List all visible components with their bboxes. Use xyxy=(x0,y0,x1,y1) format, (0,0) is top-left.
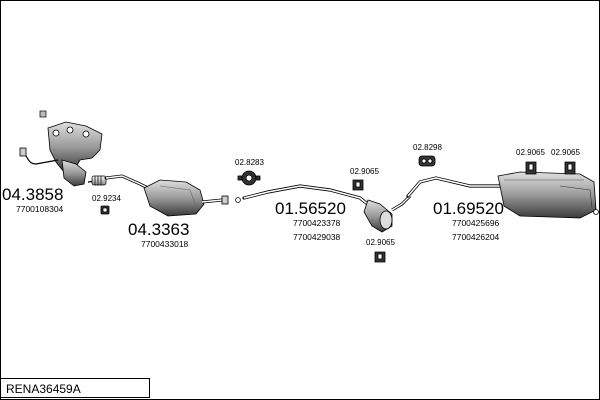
accessory-number: 02.9065 xyxy=(516,148,545,157)
part-number: 01.69520 xyxy=(433,199,504,218)
rubber-mount-icon xyxy=(564,161,576,175)
oem-reference: 7700426204 xyxy=(452,232,500,242)
clamp-icon xyxy=(237,170,261,186)
rubber-mount-icon xyxy=(525,161,537,175)
intermediate-pipe-part xyxy=(242,184,372,208)
accessory-number: 02.9065 xyxy=(350,167,379,176)
diagram-code: RENA36459A xyxy=(6,382,81,396)
rubber-mount-icon xyxy=(418,155,436,167)
rear-pipe-part xyxy=(406,176,502,198)
rubber-mount-icon xyxy=(374,251,386,263)
accessory-number: 02.8283 xyxy=(235,158,264,167)
accessory-number: 02.9234 xyxy=(92,194,121,203)
rubber-mount-icon xyxy=(352,179,364,191)
part-number: 04.3363 xyxy=(128,220,190,239)
oem-reference: 7700433018 xyxy=(141,239,189,249)
catalytic-converter-part xyxy=(104,174,241,217)
oem-reference: 7700425696 xyxy=(452,218,500,228)
accessory-number: 02.9065 xyxy=(551,148,580,157)
accessory-number: 02.8298 xyxy=(413,143,442,152)
oem-reference: 7700429038 xyxy=(293,232,341,242)
part-number: 04.3858 xyxy=(2,185,64,204)
oem-reference: 7700423378 xyxy=(293,218,341,228)
middle-silencer-part xyxy=(363,194,412,233)
flex-pipe-part xyxy=(87,175,107,186)
diagram-code-box: RENA36459A xyxy=(0,378,150,398)
exhaust-manifold-part xyxy=(19,121,103,187)
accessory-number: 02.9065 xyxy=(366,238,395,247)
clamp-icon xyxy=(100,205,110,215)
bolt-icon xyxy=(39,110,47,118)
rear-silencer-part xyxy=(497,171,599,219)
part-number: 01.56520 xyxy=(275,199,346,218)
oem-reference: 7700108304 xyxy=(16,204,64,214)
